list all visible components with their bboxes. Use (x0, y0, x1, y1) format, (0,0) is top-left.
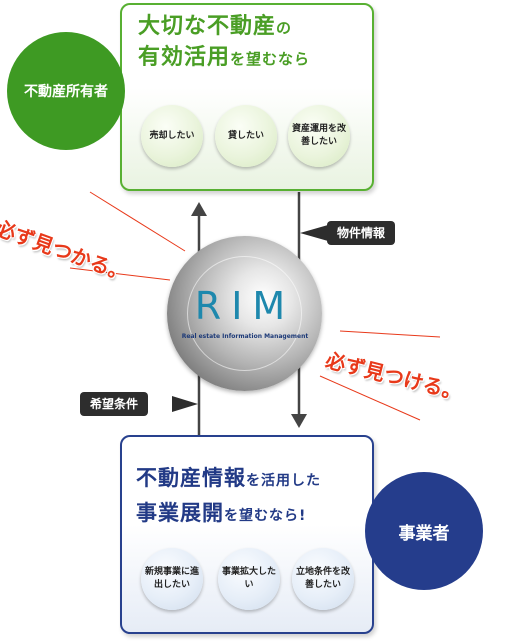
owner-need-label: 貸したい (227, 130, 264, 141)
business-headline-emphasis: 事業展開 (136, 501, 224, 525)
rim-subtitle: Real estate Information Management (181, 333, 309, 340)
tag-pointer (300, 225, 328, 241)
property-info-label: 物件情報 (337, 226, 386, 240)
owner-headline-suffix: の (276, 19, 293, 37)
business-need-label: 事業拡大したい (222, 567, 277, 590)
owner-label: 不動産所有者 (24, 84, 108, 100)
slogan-accent-line (319, 375, 421, 421)
property-info-tag: 物件情報 (327, 221, 396, 245)
arrow-head-up (191, 202, 207, 216)
business-headline: 不動産情報を活用した 事業展開を望むなら! (136, 462, 376, 532)
owner-headline-emphasis: 大切な不動産 (138, 14, 277, 39)
business-need-label: 立地条件を改善したい (296, 567, 351, 590)
owner-circle: 不動産所有者 (7, 32, 125, 150)
owner-headline: 大切な不動産の 有効活用を望むなら (138, 12, 374, 74)
business-headline-emphasis: 不動産情報 (136, 466, 246, 490)
desired-conditions-label: 希望条件 (90, 397, 139, 411)
slogan-accent-line (69, 267, 171, 281)
owner-need-bubble: 資産運用を改善したい (288, 105, 350, 167)
owner-need-bubble: 貸したい (215, 105, 277, 167)
rim-logo: RIM (194, 284, 296, 328)
business-need-bubble: 立地条件を改善したい (292, 548, 354, 610)
owner-need-bubble: 売却したい (141, 105, 203, 167)
business-circle: 事業者 (365, 472, 483, 590)
business-headline-suffix: を望むなら! (224, 508, 307, 524)
desired-conditions-tag: 希望条件 (80, 392, 149, 416)
owner-need-label: 資産運用を改善したい (292, 124, 347, 147)
business-need-bubble: 新規事業に進出したい (141, 548, 203, 610)
tag-pointer (172, 396, 198, 412)
slogan-accent-line (339, 330, 441, 338)
slogan-accent-line (89, 191, 186, 252)
business-need-label: 新規事業に進出したい (145, 567, 200, 590)
business-headline-suffix: を活用した (246, 473, 321, 489)
owner-headline-suffix: を望むなら (230, 50, 311, 68)
arrow-head-down (291, 414, 307, 428)
owner-headline-emphasis: 有効活用 (138, 45, 231, 70)
business-label: 事業者 (398, 523, 450, 544)
business-need-bubble: 事業拡大したい (218, 548, 280, 610)
rim-emblem-ring (187, 256, 302, 371)
owner-need-label: 売却したい (149, 130, 195, 141)
